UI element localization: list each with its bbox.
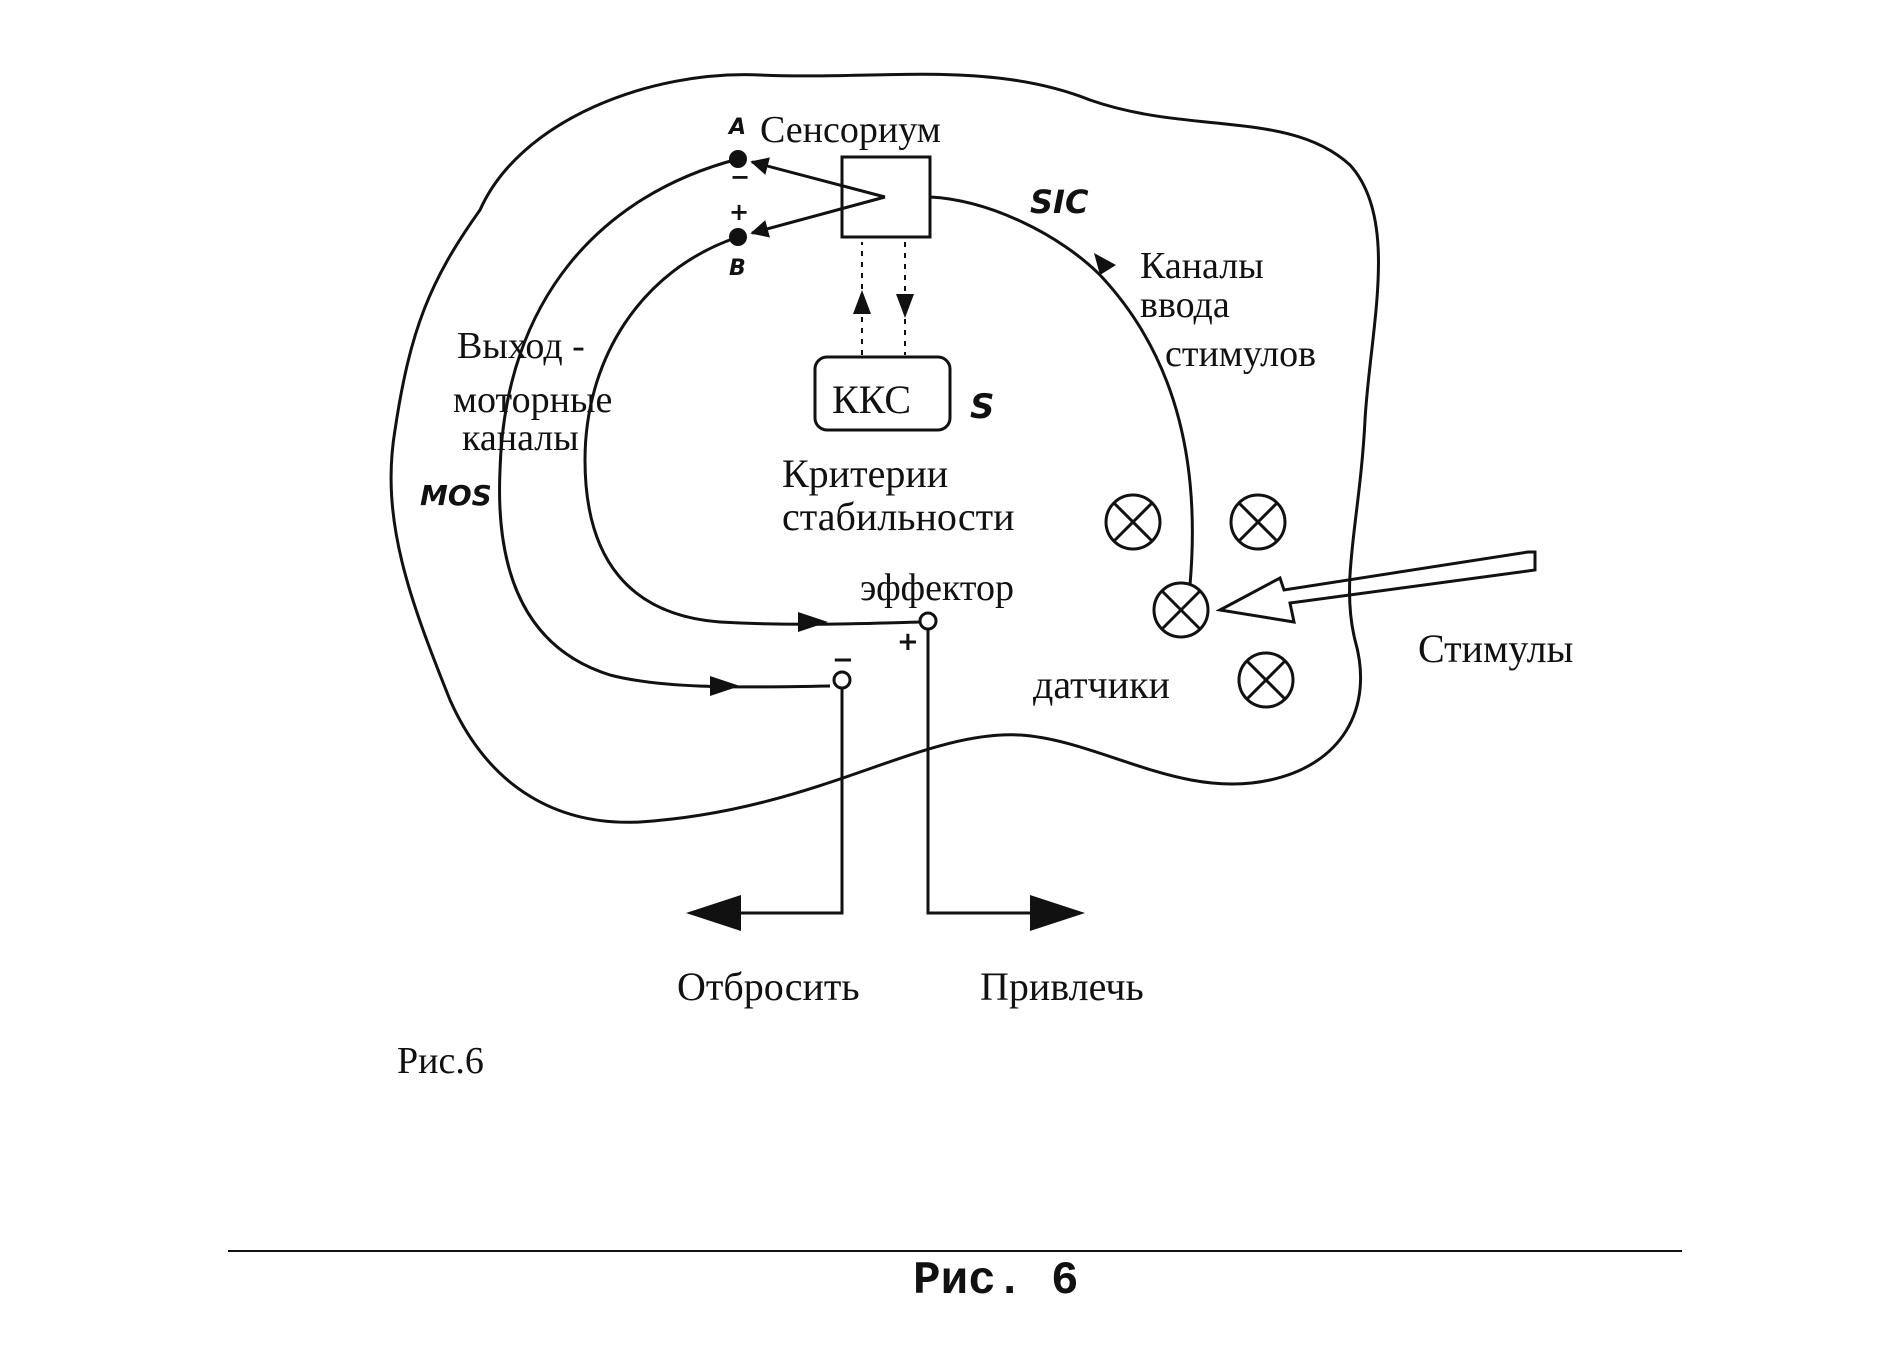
motor-channel-b-arrowhead bbox=[798, 612, 828, 632]
effector-plus-terminal bbox=[918, 611, 938, 631]
output-label-1: Выход - bbox=[457, 325, 585, 367]
output-label-2: моторные bbox=[453, 379, 612, 421]
motor-channel-a-arrowhead bbox=[710, 676, 740, 696]
sensor-icon bbox=[1152, 581, 1210, 639]
point-b-plus: + bbox=[729, 198, 749, 226]
point-a-label: A bbox=[727, 115, 746, 140]
point-b-label: B bbox=[729, 256, 746, 281]
effector-minus-label: − bbox=[832, 645, 854, 675]
effector-plus-label: + bbox=[897, 627, 919, 657]
figure-caption: Рис. 6 bbox=[913, 1255, 1079, 1307]
repel-arrowhead bbox=[686, 895, 741, 931]
sensor-icon bbox=[1104, 493, 1162, 551]
stimuli-label: Стимулы bbox=[1418, 626, 1573, 671]
sensor-icon bbox=[1237, 651, 1295, 709]
attract-line bbox=[926, 629, 1050, 915]
motor-channel-a bbox=[498, 157, 831, 689]
organism-outline bbox=[389, 72, 1380, 824]
stimulus-arrow bbox=[1215, 550, 1537, 624]
point-a-minus: − bbox=[730, 163, 750, 191]
criteria-label-1: Критерии bbox=[782, 451, 948, 496]
input-channels-label-1: Каналы bbox=[1140, 245, 1264, 287]
mos-label: MOS bbox=[420, 479, 492, 512]
kks-to-sensorium-arrowhead bbox=[853, 290, 871, 314]
criteria-label-2: стабильности bbox=[782, 494, 1014, 539]
input-channel-arrowhead bbox=[1094, 253, 1116, 275]
input-channel-line bbox=[929, 195, 1194, 586]
sic-label: SIC bbox=[1030, 183, 1089, 221]
attract-label: Привлечь bbox=[980, 964, 1144, 1009]
sensorium-to-b-arrow bbox=[750, 195, 886, 238]
attract-arrowhead bbox=[1030, 895, 1085, 931]
sensorium-label: Сенсориум bbox=[760, 109, 941, 151]
sensors-label: датчики bbox=[1033, 662, 1170, 707]
input-channels-label-3: стимулов bbox=[1165, 333, 1316, 375]
figure-inner-label: Рис.6 bbox=[397, 1040, 484, 1082]
s-label: S bbox=[970, 387, 995, 427]
repel-line bbox=[710, 688, 844, 915]
sensorium-to-kks-arrowhead bbox=[896, 294, 914, 318]
repel-label: Отбросить bbox=[677, 964, 860, 1009]
sensorium-box bbox=[840, 155, 932, 239]
sensor-icon bbox=[1229, 493, 1287, 551]
sensorium-to-a-arrow bbox=[750, 157, 886, 199]
kks-box bbox=[813, 355, 952, 432]
output-label-3: каналы bbox=[462, 417, 579, 459]
effector-label: эффектор bbox=[860, 567, 1014, 609]
input-channels-label-2: ввода bbox=[1140, 284, 1230, 326]
kks-label: ККС bbox=[832, 377, 911, 422]
